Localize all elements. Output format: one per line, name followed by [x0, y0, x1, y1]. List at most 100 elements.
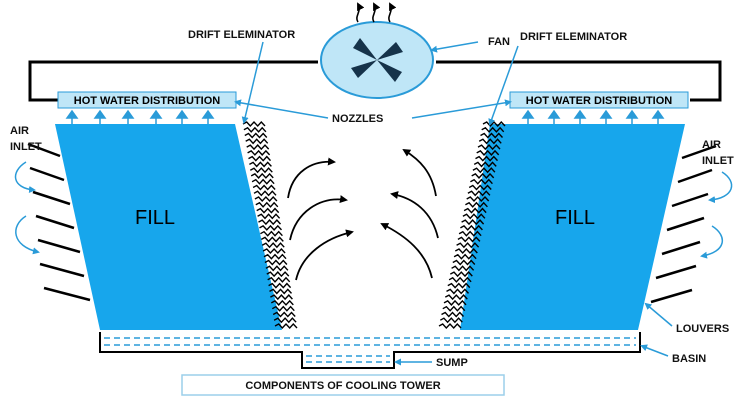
fan — [320, 21, 434, 99]
airflow-arrows-right — [380, 148, 439, 279]
nozzles-label: NOZZLES — [332, 113, 383, 125]
drift-eliminator-blade — [270, 294, 293, 301]
drift-eliminator-blade — [261, 242, 285, 249]
drift-eliminator-blade — [250, 172, 274, 179]
drift-eliminator-blade — [463, 207, 487, 214]
drift-eliminator-blade — [473, 161, 497, 168]
nozzles-left — [65, 109, 215, 124]
drift-eliminator-blade — [266, 271, 290, 278]
air-inlet-arrows-right — [700, 171, 733, 259]
drift-eliminator-blade — [460, 224, 483, 231]
drift-eliminator-blade — [444, 294, 468, 301]
drift-eliminator-blade — [243, 126, 267, 133]
drift-eliminator-blade — [253, 190, 277, 197]
drift-eliminator-blade — [466, 195, 490, 203]
louvers-right — [650, 144, 717, 304]
drift-eliminator-blade — [472, 167, 496, 174]
fill-left-label: FILL — [135, 207, 175, 229]
drift-eliminator-blade — [481, 126, 505, 133]
drift-eliminator-blade — [471, 172, 495, 179]
basin — [99, 332, 641, 369]
drift-eliminator-blade — [448, 276, 472, 283]
drift-eliminator-blade — [273, 317, 297, 324]
drift-eliminator-blade — [246, 144, 270, 151]
drift-eliminator-blade — [251, 178, 275, 185]
drift-eliminator-blade — [249, 161, 272, 168]
drift-eliminator-blade — [458, 230, 482, 237]
drift-eliminator-left-label: DRIFT ELEMINATOR — [188, 29, 295, 41]
drift-eliminator-blade — [465, 201, 488, 208]
drift-eliminator-blade — [446, 288, 470, 295]
airflow-arrows-left — [287, 157, 354, 281]
drift-eliminator-blade — [242, 120, 266, 128]
drift-eliminator-blade — [441, 311, 465, 318]
hot-water-distribution-right: HOT WATER DISTRIBUTION — [509, 91, 689, 109]
svg-text:HOT WATER DISTRIBUTION: HOT WATER DISTRIBUTION — [74, 95, 221, 107]
drift-eliminator-blade — [269, 288, 293, 295]
drift-eliminator-blade — [262, 247, 286, 255]
fill-left — [55, 124, 282, 330]
drift-eliminator-blade — [268, 282, 292, 289]
fill-right — [460, 124, 685, 330]
fan-label: FAN — [488, 36, 510, 48]
svg-text:HOT WATER DISTRIBUTION: HOT WATER DISTRIBUTION — [526, 95, 673, 107]
drift-eliminator-blade — [249, 167, 273, 174]
drift-eliminator-blade — [442, 305, 466, 312]
drift-eliminator-blade — [247, 149, 271, 156]
fill-right-label: FILL — [555, 207, 595, 229]
sump-label: SUMP — [436, 357, 468, 369]
air-inlet-right-line2: INLET — [702, 155, 734, 167]
louvers-label: LOUVERS — [676, 323, 729, 335]
drift-eliminator-blade — [475, 155, 499, 162]
drift-eliminator-blade — [439, 317, 463, 324]
drift-eliminator-blade — [257, 213, 281, 220]
drift-eliminator-blade — [270, 299, 294, 306]
hot-water-pipe — [28, 60, 722, 102]
exhaust-arrows — [356, 2, 397, 23]
drift-eliminator-blade — [271, 305, 295, 312]
drift-eliminator-blade — [245, 138, 269, 145]
leader-lines — [234, 41, 673, 366]
drift-eliminator-blade — [453, 253, 477, 260]
drift-eliminator-blade — [260, 230, 283, 237]
drift-eliminator-blade — [468, 184, 492, 191]
drift-eliminator-blade — [457, 236, 481, 243]
drift-eliminator-blade — [452, 259, 476, 266]
drift-eliminator-left — [242, 120, 298, 330]
drift-eliminator-blade — [244, 132, 268, 139]
air-inlet-left-line2: INLET — [10, 141, 42, 153]
air-inlet-left-line1: AIR — [10, 125, 29, 137]
hot-water-distribution-left: HOT WATER DISTRIBUTION — [57, 91, 237, 109]
drift-eliminator-blade — [255, 201, 279, 208]
drift-eliminator-blade — [260, 236, 284, 243]
drift-eliminator-blade — [254, 195, 278, 203]
drift-eliminator-blade — [470, 178, 493, 185]
drift-eliminator-blade — [267, 276, 291, 283]
drift-eliminator-blade — [259, 224, 283, 231]
drift-eliminator-right-label: DRIFT ELEMINATOR — [520, 31, 627, 43]
drift-eliminator-right — [438, 120, 506, 330]
drift-eliminator-blade — [476, 149, 500, 156]
air-inlet-right-line1: AIR — [702, 139, 721, 151]
drift-eliminator-blade — [252, 184, 276, 191]
drift-eliminator-blade — [274, 322, 298, 330]
drift-eliminator-blade — [272, 311, 296, 318]
drift-eliminator-blade — [462, 213, 486, 220]
drift-eliminator-blade — [438, 322, 462, 330]
drift-eliminator-blade — [443, 299, 467, 306]
air-inlet-arrows-left — [14, 161, 40, 255]
nozzles-right — [521, 109, 665, 124]
drift-eliminator-blade — [265, 265, 289, 272]
louvers-left — [27, 142, 91, 302]
drift-eliminator-blade — [447, 282, 471, 289]
drift-eliminator-blade — [248, 155, 272, 162]
drift-eliminator-blade — [258, 219, 282, 226]
drift-eliminator-blade — [264, 259, 288, 266]
drift-eliminator-blade — [467, 190, 491, 197]
drift-eliminator-blade — [263, 253, 287, 260]
drift-eliminator-blade — [456, 242, 480, 249]
drift-eliminator-blade — [451, 265, 475, 272]
drift-eliminator-blade — [478, 138, 502, 145]
drift-eliminator-blade — [454, 247, 478, 255]
